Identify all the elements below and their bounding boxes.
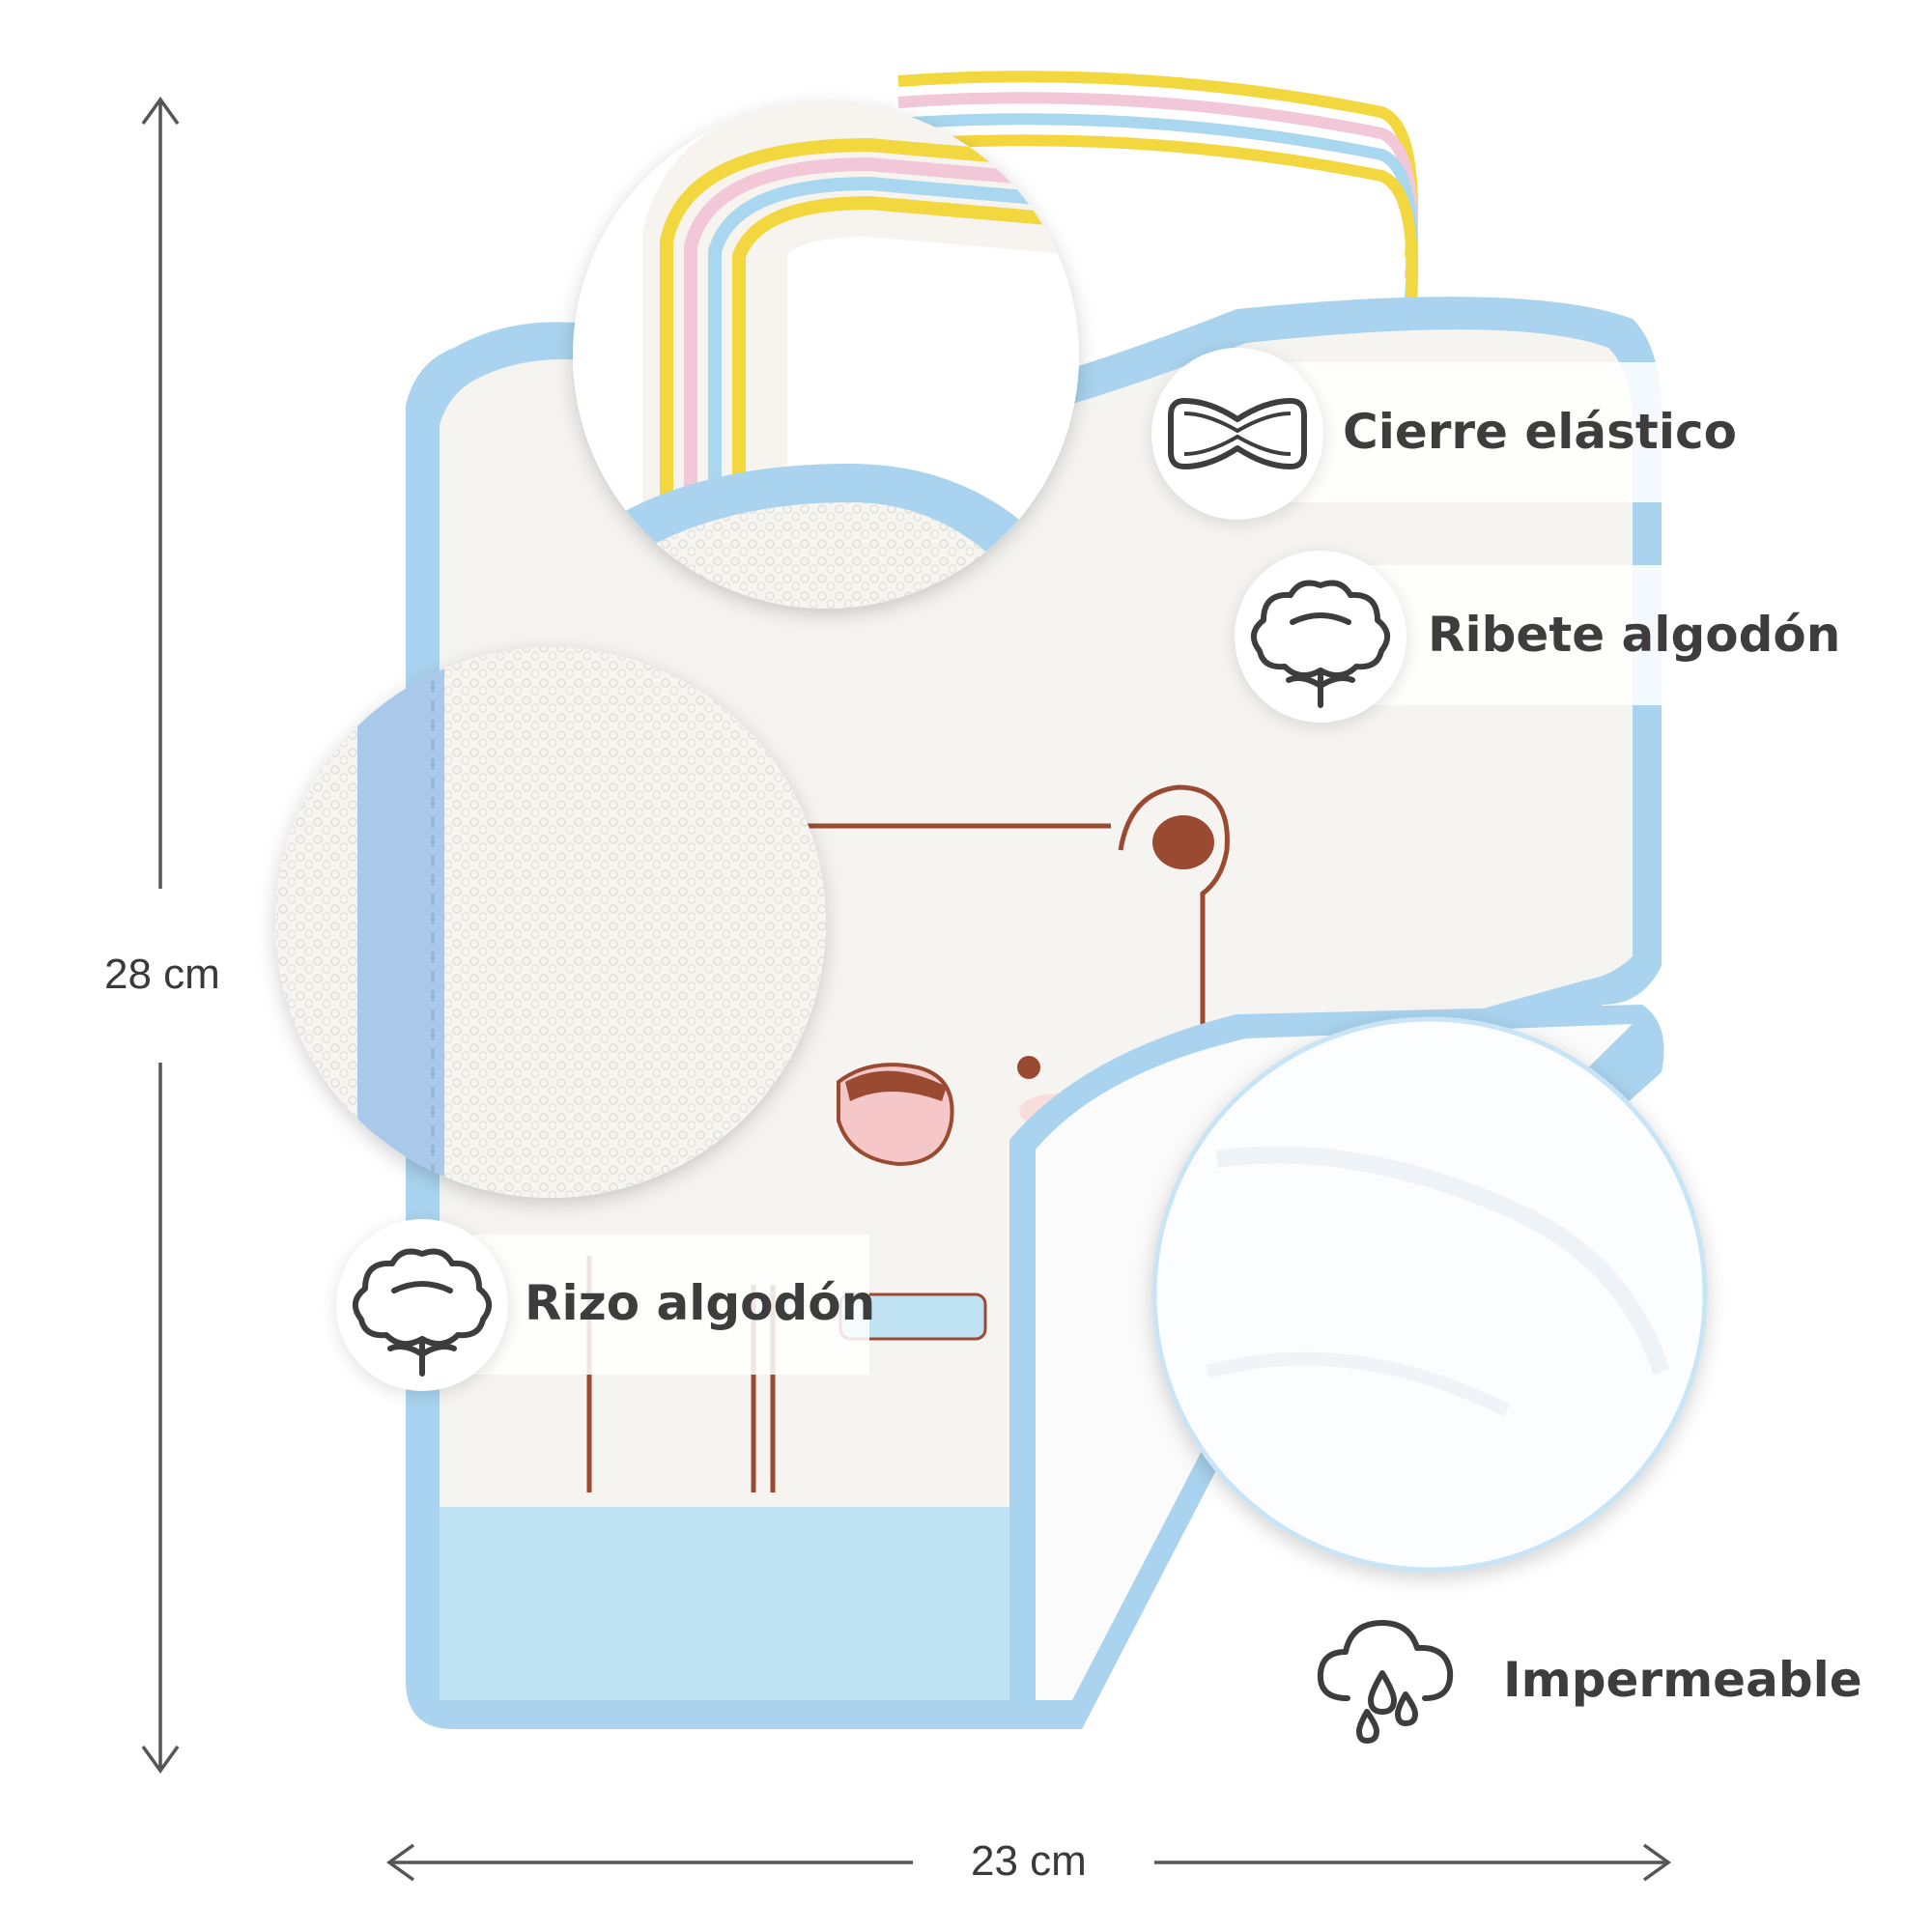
cotton-flower-icon (1251, 580, 1390, 708)
feature-icon-circle-elastic (1151, 348, 1323, 520)
zoom-circle-elastic (573, 102, 1079, 609)
feature-icon-circle-trim (1235, 551, 1406, 723)
zoom-circle-terry (275, 647, 826, 1198)
feature-label-trim: Ribete algodón (1428, 607, 1841, 663)
height-dimension-label: 28 cm (104, 951, 220, 998)
feature-label-terry: Rizo algodón (525, 1275, 876, 1331)
feature-label-waterproof: Impermeable (1503, 1652, 1862, 1708)
rain-cloud-icon (1317, 1620, 1454, 1744)
feature-label-elastic: Cierre elástico (1343, 404, 1737, 460)
width-dimension-label: 23 cm (971, 1837, 1087, 1885)
width-arrow (386, 1843, 1671, 1882)
feature-icon-rain (1309, 1604, 1463, 1748)
zoom-circle-waterproof (1151, 1016, 1708, 1573)
elastic-band-icon (1168, 398, 1307, 469)
cotton-flower-icon (353, 1248, 492, 1377)
elastic-strap (895, 56, 1465, 322)
height-arrow (141, 97, 180, 1774)
feature-icon-circle-terry (336, 1219, 508, 1391)
